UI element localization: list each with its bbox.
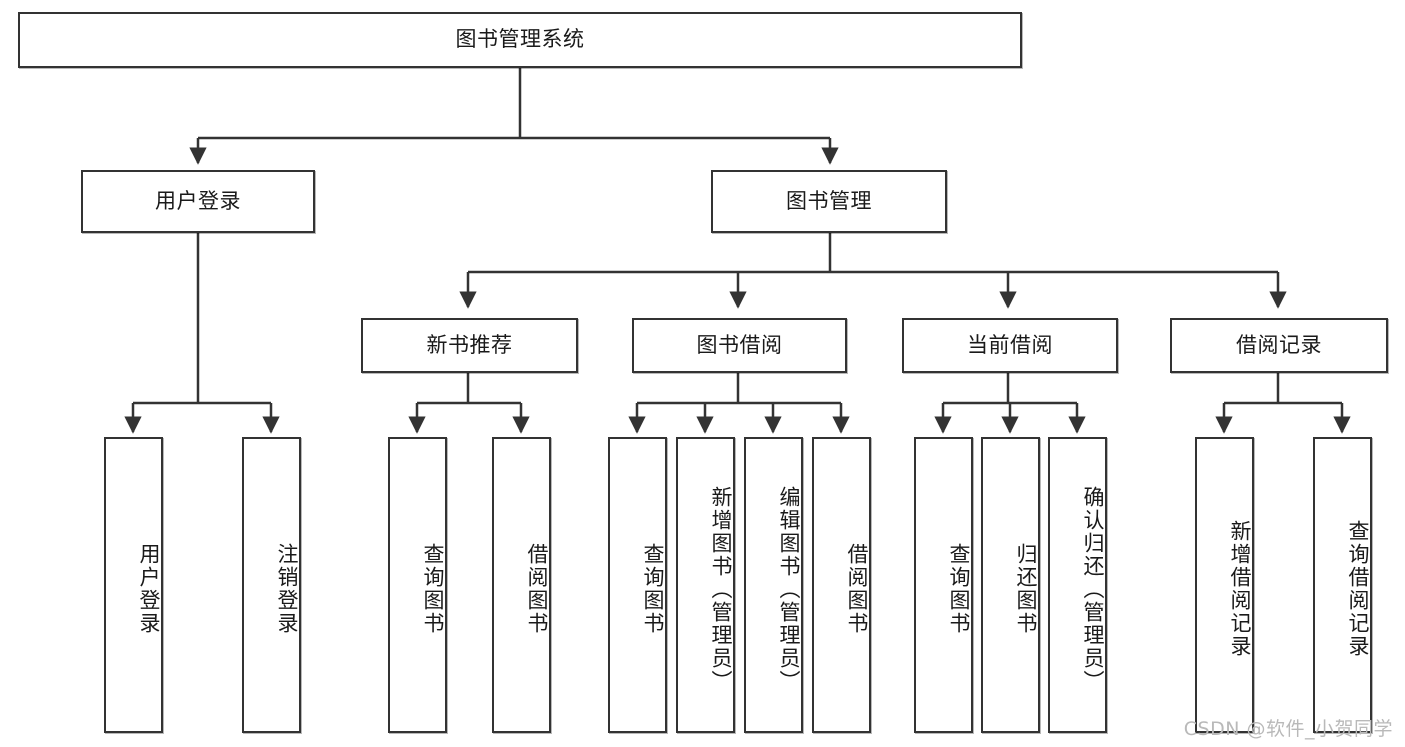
node-book-manage[interactable]: 图书管理 — [711, 170, 947, 233]
node-leaf-return-book[interactable]: 归还图书 — [981, 437, 1040, 733]
node-leaf-return-book-label: 归还图书 — [1014, 543, 1038, 635]
node-root-label: 图书管理系统 — [455, 27, 585, 52]
node-borrow-record-label: 借阅记录 — [1236, 332, 1322, 357]
node-leaf-query-record[interactable]: 查询借阅记录 — [1313, 437, 1372, 733]
node-book-manage-label: 图书管理 — [786, 188, 872, 213]
node-leaf-confirm-return-label: 确认归还（管理员） — [1081, 485, 1105, 693]
node-borrow-record[interactable]: 借阅记录 — [1170, 318, 1388, 373]
node-leaf-logout-label: 注销登录 — [275, 543, 299, 635]
node-new-book-rec[interactable]: 新书推荐 — [361, 318, 578, 373]
node-leaf-query-book-2[interactable]: 查询图书 — [608, 437, 667, 733]
node-leaf-borrow-book-2-label: 借阅图书 — [845, 543, 869, 635]
node-leaf-add-book[interactable]: 新增图书（管理员） — [676, 437, 735, 733]
watermark-text: CSDN @软件_小贺同学 — [1183, 718, 1393, 740]
node-user-login-label: 用户登录 — [155, 188, 241, 213]
node-user-login[interactable]: 用户登录 — [81, 170, 315, 233]
node-leaf-query-record-label: 查询借阅记录 — [1346, 520, 1370, 658]
node-leaf-borrow-book-1[interactable]: 借阅图书 — [492, 437, 551, 733]
node-leaf-edit-book[interactable]: 编辑图书（管理员） — [744, 437, 803, 733]
node-leaf-add-record-label: 新增借阅记录 — [1228, 520, 1252, 658]
node-leaf-borrow-book-1-label: 借阅图书 — [525, 543, 549, 635]
node-current-borrow-label: 当前借阅 — [967, 332, 1053, 357]
node-current-borrow[interactable]: 当前借阅 — [902, 318, 1118, 373]
node-leaf-query-book-1[interactable]: 查询图书 — [388, 437, 447, 733]
node-leaf-add-record[interactable]: 新增借阅记录 — [1195, 437, 1254, 733]
node-leaf-query-book-3-label: 查询图书 — [947, 543, 971, 635]
node-leaf-user-login-label: 用户登录 — [137, 543, 161, 635]
node-leaf-edit-book-label: 编辑图书（管理员） — [777, 485, 801, 693]
node-new-book-rec-label: 新书推荐 — [426, 332, 513, 357]
node-root[interactable]: 图书管理系统 — [18, 12, 1022, 68]
node-leaf-confirm-return[interactable]: 确认归还（管理员） — [1048, 437, 1107, 733]
node-book-borrow-label: 图书借阅 — [696, 332, 783, 357]
node-leaf-query-book-3[interactable]: 查询图书 — [914, 437, 973, 733]
node-leaf-borrow-book-2[interactable]: 借阅图书 — [812, 437, 871, 733]
node-leaf-query-book-1-label: 查询图书 — [421, 543, 445, 635]
node-leaf-logout[interactable]: 注销登录 — [242, 437, 301, 733]
node-leaf-add-book-label: 新增图书（管理员） — [709, 485, 733, 693]
node-leaf-query-book-2-label: 查询图书 — [641, 543, 665, 635]
node-book-borrow[interactable]: 图书借阅 — [632, 318, 847, 373]
node-leaf-user-login[interactable]: 用户登录 — [104, 437, 163, 733]
